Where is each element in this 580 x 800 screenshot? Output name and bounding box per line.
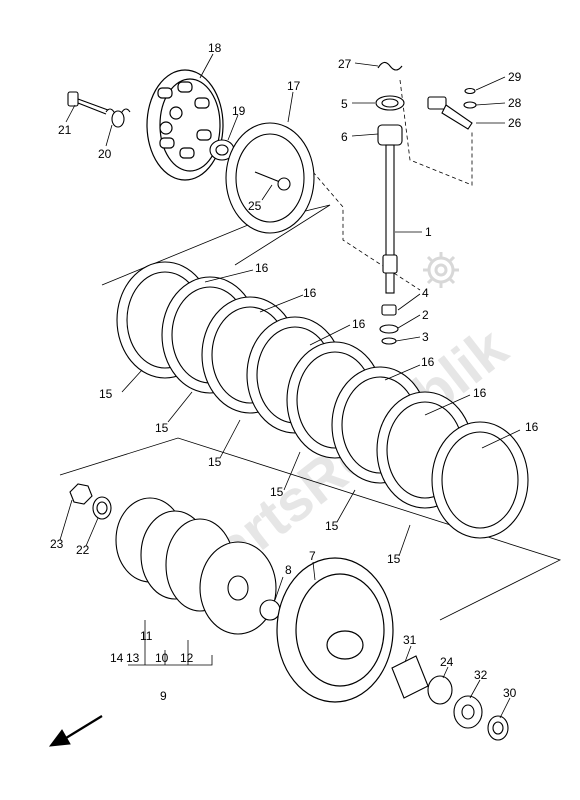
callout-2: 2 <box>422 308 429 322</box>
callout-11: 11 <box>140 629 153 643</box>
callout-17: 17 <box>287 79 301 93</box>
callout-16d: 16 <box>421 355 435 369</box>
callout-25: 25 <box>248 199 262 213</box>
bolt-and-spring <box>67 91 131 128</box>
pressure-plate <box>146 69 224 181</box>
callout-9: 9 <box>160 689 167 703</box>
hub-nut-washer <box>69 483 112 520</box>
callout-22: 22 <box>76 543 90 557</box>
callout-16c: 16 <box>352 317 366 331</box>
leader-lines <box>59 53 521 719</box>
callout-26: 26 <box>508 116 522 130</box>
callout-labels: 18 21 20 19 17 25 27 5 6 1 4 2 3 29 28 2… <box>50 41 539 703</box>
callout-10: 10 <box>155 651 169 665</box>
callout-24: 24 <box>440 655 454 669</box>
callout-18: 18 <box>208 41 222 55</box>
callout-29: 29 <box>508 70 522 84</box>
gear-watermark-icon <box>423 252 459 288</box>
callout-15a: 15 <box>99 387 113 401</box>
nut-washer-set <box>379 304 399 345</box>
callout-27: 27 <box>338 57 352 71</box>
callout-31: 31 <box>403 633 417 647</box>
callout-5: 5 <box>341 97 348 111</box>
friction-plate-17 <box>225 122 315 234</box>
callout-1: 1 <box>425 225 432 239</box>
callout-16a: 16 <box>255 261 269 275</box>
callout-7: 7 <box>309 549 316 563</box>
callout-16e: 16 <box>473 386 487 400</box>
callout-15b: 15 <box>155 421 169 435</box>
callout-20: 20 <box>98 147 112 161</box>
release-lever <box>427 87 477 130</box>
callout-15e: 15 <box>325 519 339 533</box>
callout-6: 6 <box>341 130 348 144</box>
callout-28: 28 <box>508 96 522 110</box>
callout-16b: 16 <box>303 286 317 300</box>
clutch-plate-stack <box>116 261 529 539</box>
callout-13: 13 <box>126 651 140 665</box>
callout-16f: 16 <box>525 420 539 434</box>
sleeve-bearing-gear <box>391 655 509 741</box>
front-arrow-icon <box>48 715 103 747</box>
callout-14: 14 <box>110 651 124 665</box>
bearing-19 <box>209 139 235 161</box>
callout-3: 3 <box>422 330 429 344</box>
callout-12: 12 <box>180 651 194 665</box>
callout-4: 4 <box>422 286 429 300</box>
push-lever-shaft <box>375 61 405 294</box>
clutch-boss-assembly <box>115 497 281 635</box>
callout-15d: 15 <box>270 485 284 499</box>
callout-8: 8 <box>285 563 292 577</box>
callout-15c: 15 <box>208 455 222 469</box>
callout-15f: 15 <box>387 552 401 566</box>
callout-23: 23 <box>50 537 64 551</box>
callout-19: 19 <box>232 104 246 118</box>
callout-30: 30 <box>503 686 517 700</box>
callout-32: 32 <box>474 668 488 682</box>
callout-21: 21 <box>58 123 72 137</box>
clutch-housing <box>276 557 394 703</box>
